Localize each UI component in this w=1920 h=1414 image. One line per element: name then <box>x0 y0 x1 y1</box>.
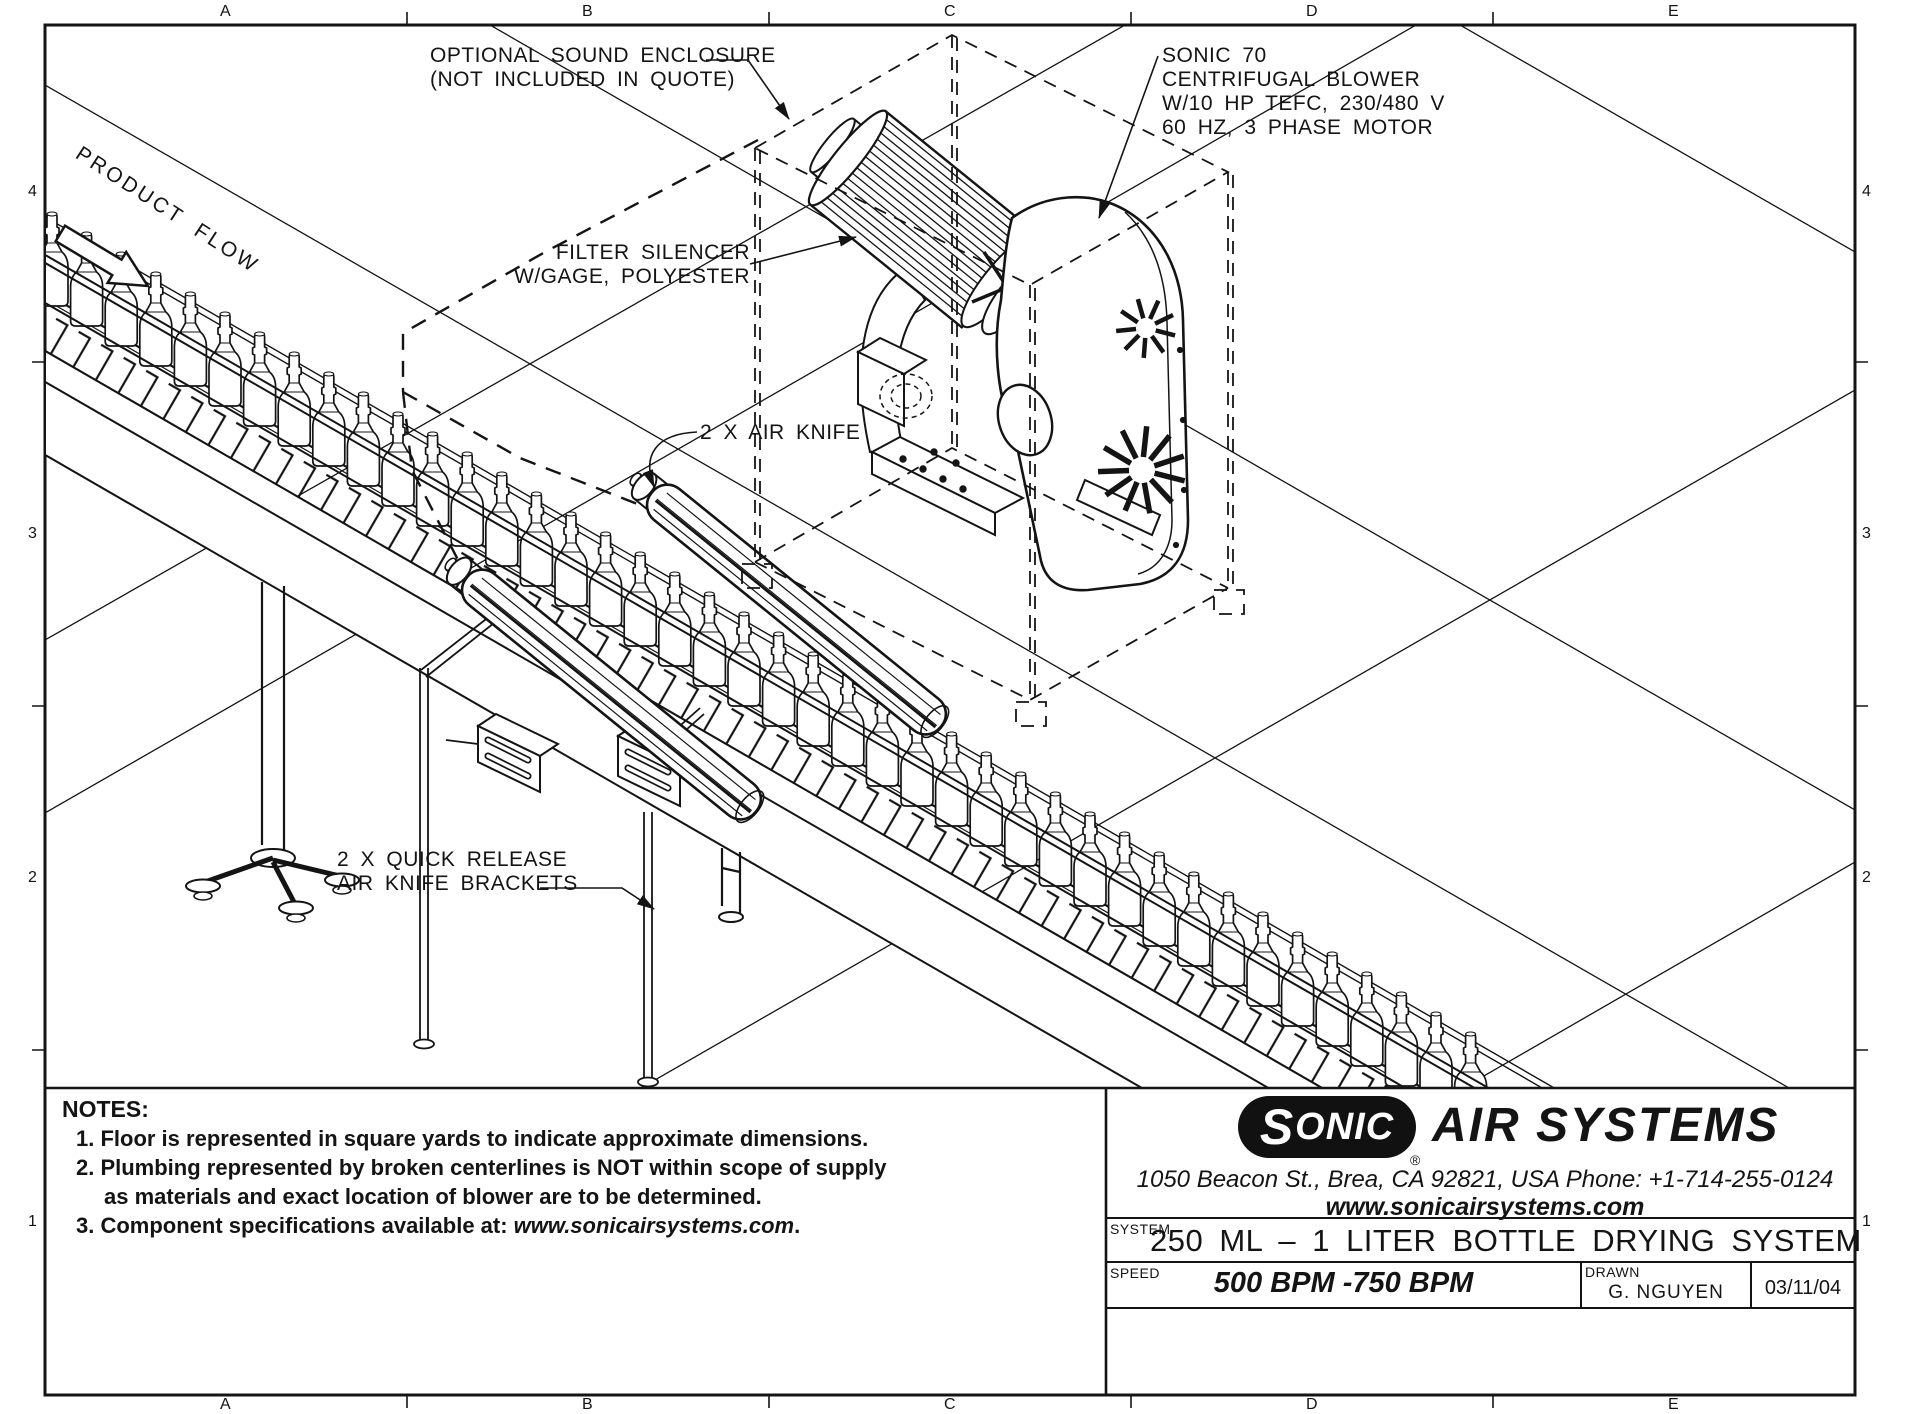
notes-website-link: www.sonicairsystems.com <box>513 1213 795 1238</box>
speed-value: 500 BPM -750 BPM <box>1213 1267 1474 1299</box>
drawn-value: G. NGUYEN <box>1608 1282 1724 1303</box>
grid-col-label: E <box>1668 3 1679 20</box>
note-item: 1. Floor is represented in square yards … <box>76 1126 869 1151</box>
grid-col-label: B <box>582 1396 593 1413</box>
grid-row-label: 4 <box>28 183 37 200</box>
air-knife-stands <box>413 615 705 1087</box>
grid-col-label: A <box>220 3 231 20</box>
note-item: 3. Component specifications available at… <box>76 1213 801 1238</box>
grid-row-label: 1 <box>1862 1213 1871 1230</box>
company-address: 1050 Beacon St., Brea, CA 92821, USA Pho… <box>1136 1166 1834 1193</box>
notes-heading: NOTES: <box>62 1096 149 1122</box>
grid-row-label: 3 <box>1862 525 1871 542</box>
sheet-border <box>32 12 1868 1408</box>
grid-col-label: A <box>220 1396 231 1413</box>
system-label: SYSTEM <box>1110 1221 1171 1237</box>
air-knife <box>444 556 765 824</box>
quick-release-bracket <box>445 712 561 794</box>
filter-silencer-label: FILTER SILENCER W/GAGE, POLYESTER <box>514 241 750 288</box>
speed-label: SPEED <box>1110 1265 1160 1281</box>
product-flow-arrow <box>53 223 151 288</box>
plumbing-centerlines <box>401 138 759 561</box>
note-item: 2. Plumbing represented by broken center… <box>76 1155 887 1180</box>
enclosure-label: OPTIONAL SOUND ENCLOSURE (NOT INCLUDED I… <box>430 44 776 91</box>
grid-col-label: C <box>944 1396 956 1413</box>
grid-row-label: 1 <box>28 1213 37 1230</box>
conveyor-leg <box>185 582 360 923</box>
air-knife-label: 2 X AIR KNIFE <box>700 421 861 444</box>
filter-silencer <box>807 109 1039 330</box>
grid-col-label: D <box>1306 1396 1318 1413</box>
isometric-drawing <box>46 26 1854 1087</box>
grid-row-label: 2 <box>1862 869 1871 886</box>
drawn-label: DRAWN <box>1585 1264 1640 1280</box>
grid-col-label: E <box>1668 1396 1679 1413</box>
note-item: as materials and exact location of blowe… <box>104 1184 762 1209</box>
nameplate <box>1075 478 1162 537</box>
title-block-lines <box>45 1086 1855 1395</box>
blower-label: SONIC 70 CENTRIFUGAL BLOWER W/10 HP TEFC… <box>1162 44 1445 139</box>
inspection-port <box>996 383 1054 457</box>
grid-col-label: C <box>944 3 956 20</box>
vent-starburst <box>1115 298 1176 359</box>
grid-col-label: B <box>582 3 593 20</box>
system-value: 250 ML – 1 LITER BOTTLE DRYING SYSTEM <box>1150 1223 1862 1258</box>
company-website: www.sonicairsystems.com <box>1325 1193 1645 1221</box>
company-name: AIR SYSTEMS <box>1432 1099 1780 1152</box>
vent-starburst <box>1097 425 1186 514</box>
date-value: 03/11/04 <box>1764 1277 1842 1299</box>
blower-housing <box>995 195 1190 592</box>
sound-enclosure-box <box>741 33 1245 727</box>
conveyor-leg <box>718 848 744 923</box>
registered-mark: ® <box>1410 1152 1421 1168</box>
grid-row-label: 2 <box>28 869 37 886</box>
plumbing-coupling <box>879 373 933 419</box>
conveyor <box>46 211 1554 1087</box>
leader-lines <box>540 55 1159 910</box>
grid-col-label: D <box>1306 3 1318 20</box>
grid-row-label: 3 <box>28 525 37 542</box>
brackets-label: 2 X QUICK RELEASE AIR KNIFE BRACKETS <box>337 848 578 895</box>
grid-row-label: 4 <box>1862 183 1871 200</box>
centrifugal-blower <box>807 109 1190 592</box>
